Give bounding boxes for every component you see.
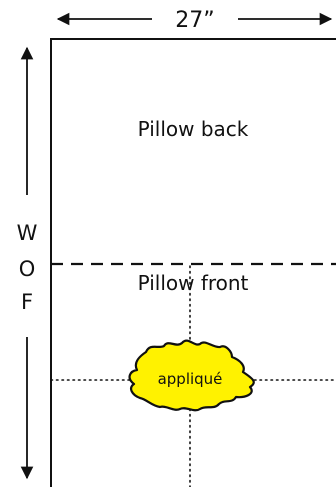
wof-letter-w: W <box>17 221 38 245</box>
applique-shape <box>128 339 255 412</box>
applique-label: appliqué <box>158 370 223 388</box>
wof-letter-f: F <box>21 290 33 314</box>
wof-letter-o: O <box>19 257 36 281</box>
pillow-back-label: Pillow back <box>138 117 249 141</box>
width-label: 27” <box>175 8 214 33</box>
pillow-front-label: Pillow front <box>138 271 249 295</box>
